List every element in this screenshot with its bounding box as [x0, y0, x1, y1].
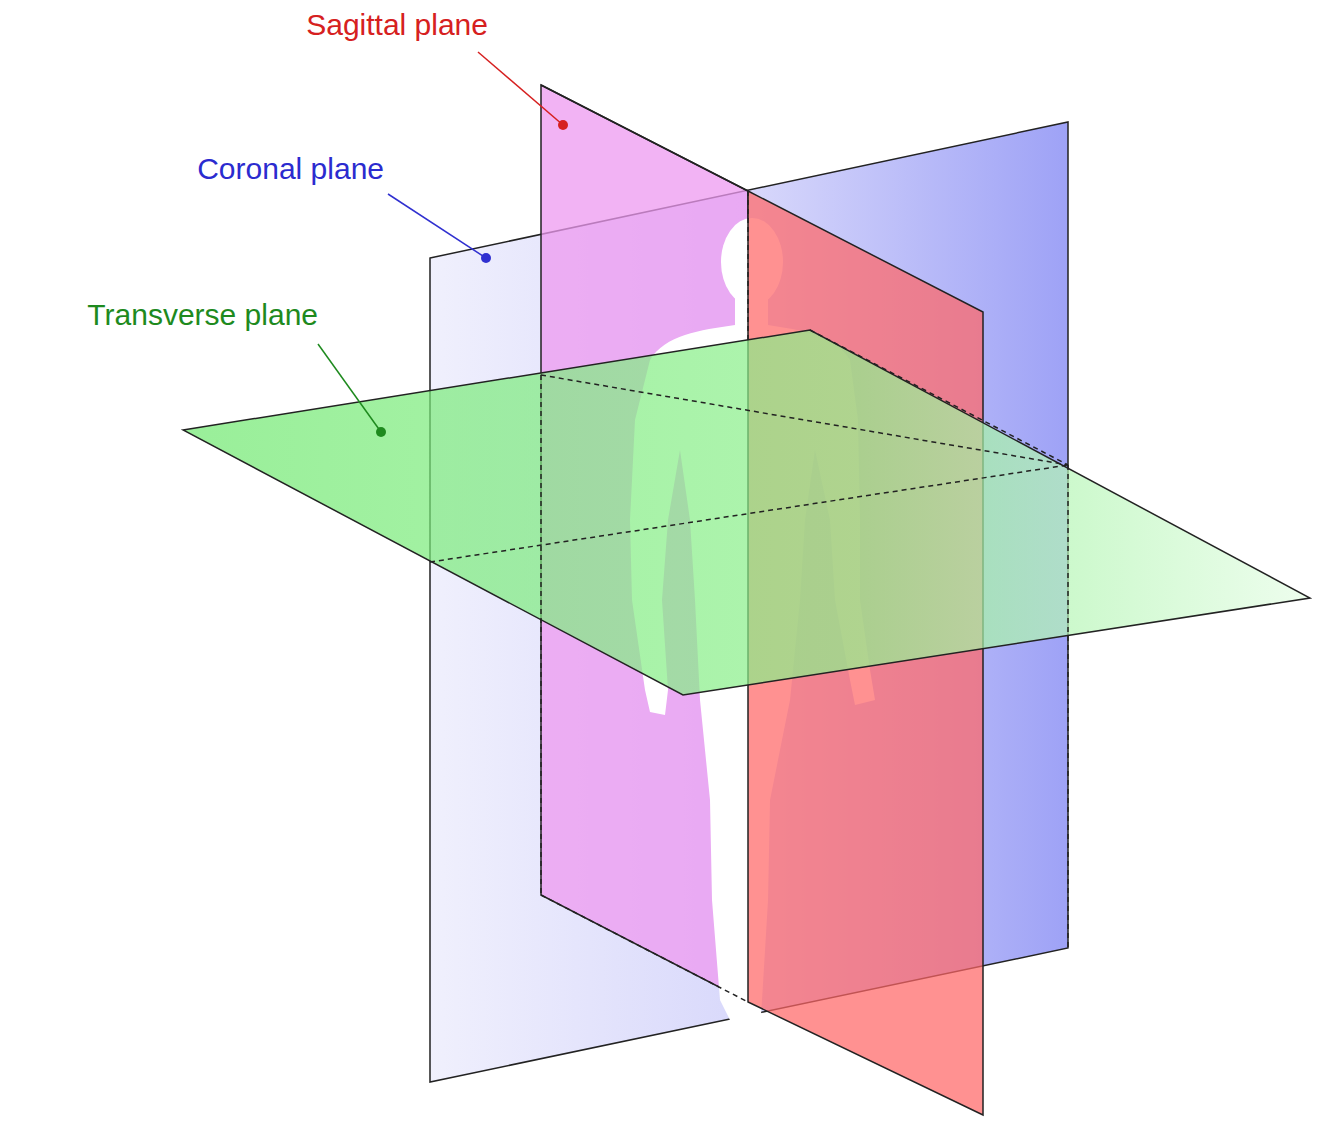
- plane-label: Sagittal plane: [306, 8, 488, 43]
- hidden-edges: [430, 191, 1068, 1002]
- plane-label: Coronal plane: [197, 152, 384, 187]
- transverse-plane: [183, 330, 1310, 695]
- leader-lines: [318, 52, 568, 437]
- plane-label: Transverse plane: [87, 298, 318, 333]
